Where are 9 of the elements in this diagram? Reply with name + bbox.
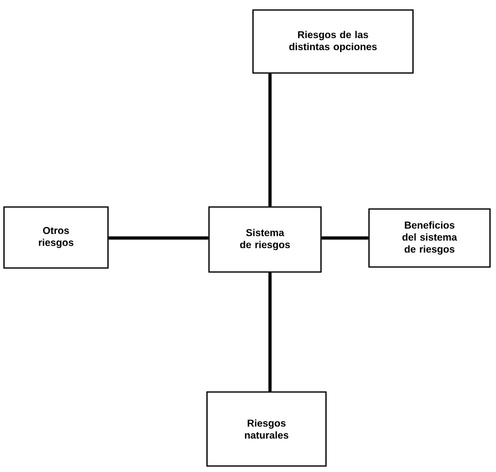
- connector-line: [268, 272, 272, 392]
- process-box: Riesgos de las distintas opciones: [252, 9, 414, 74]
- process-box: Otros riesgos: [3, 206, 109, 269]
- connector-line: [108, 236, 208, 240]
- process-box: Beneficios del sistema de riesgos: [368, 208, 491, 268]
- connector-line: [322, 236, 368, 240]
- process-box: Sistema de riesgos: [208, 206, 322, 273]
- process-box: Riesgos naturales: [206, 391, 327, 467]
- connector-line: [268, 74, 272, 206]
